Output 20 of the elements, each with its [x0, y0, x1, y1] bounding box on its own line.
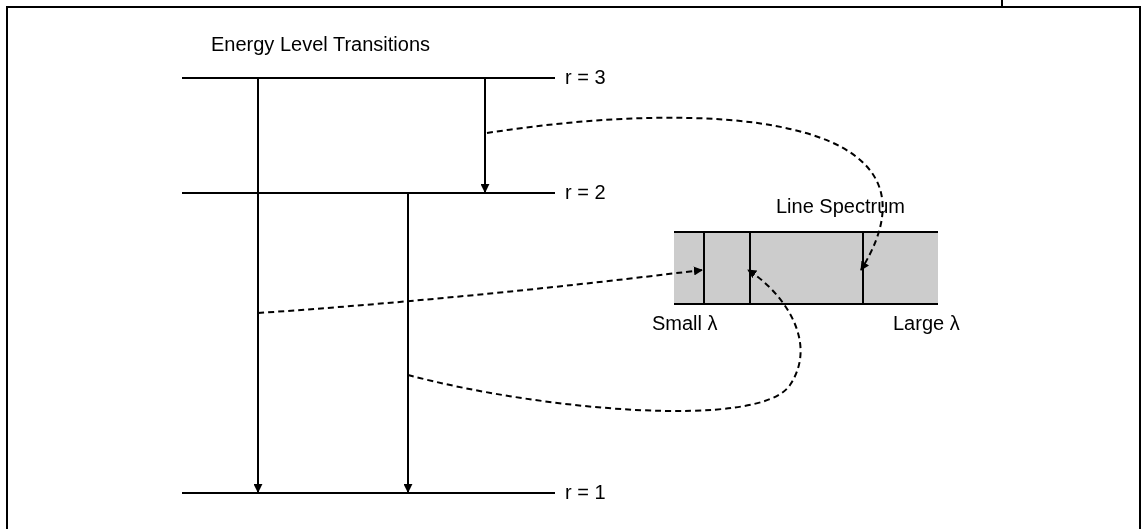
energy-level-line [182, 492, 555, 494]
energy-level-line [182, 77, 555, 79]
level-label: r = 2 [565, 181, 606, 203]
level-label: r = 1 [565, 481, 606, 503]
spectrum-heading: Line Spectrum [776, 195, 905, 217]
spectrum-band [674, 231, 938, 305]
energy-level-line [182, 192, 555, 194]
transition-arrow [253, 78, 263, 493]
spectral-line [703, 233, 705, 303]
diagram-title: Energy Level Transitions [211, 32, 430, 56]
transition-arrow [480, 78, 490, 193]
level-label: r = 3 [565, 66, 606, 88]
dashed-arrow [257, 266, 703, 314]
transition-arrow [403, 193, 413, 493]
dashed-arrow [407, 269, 802, 412]
dashed-arrow [486, 117, 884, 271]
spectral-line [862, 233, 864, 303]
wavelength-label: Small λ [652, 312, 718, 334]
wavelength-label: Large λ [893, 312, 960, 334]
spectral-line [749, 233, 751, 303]
